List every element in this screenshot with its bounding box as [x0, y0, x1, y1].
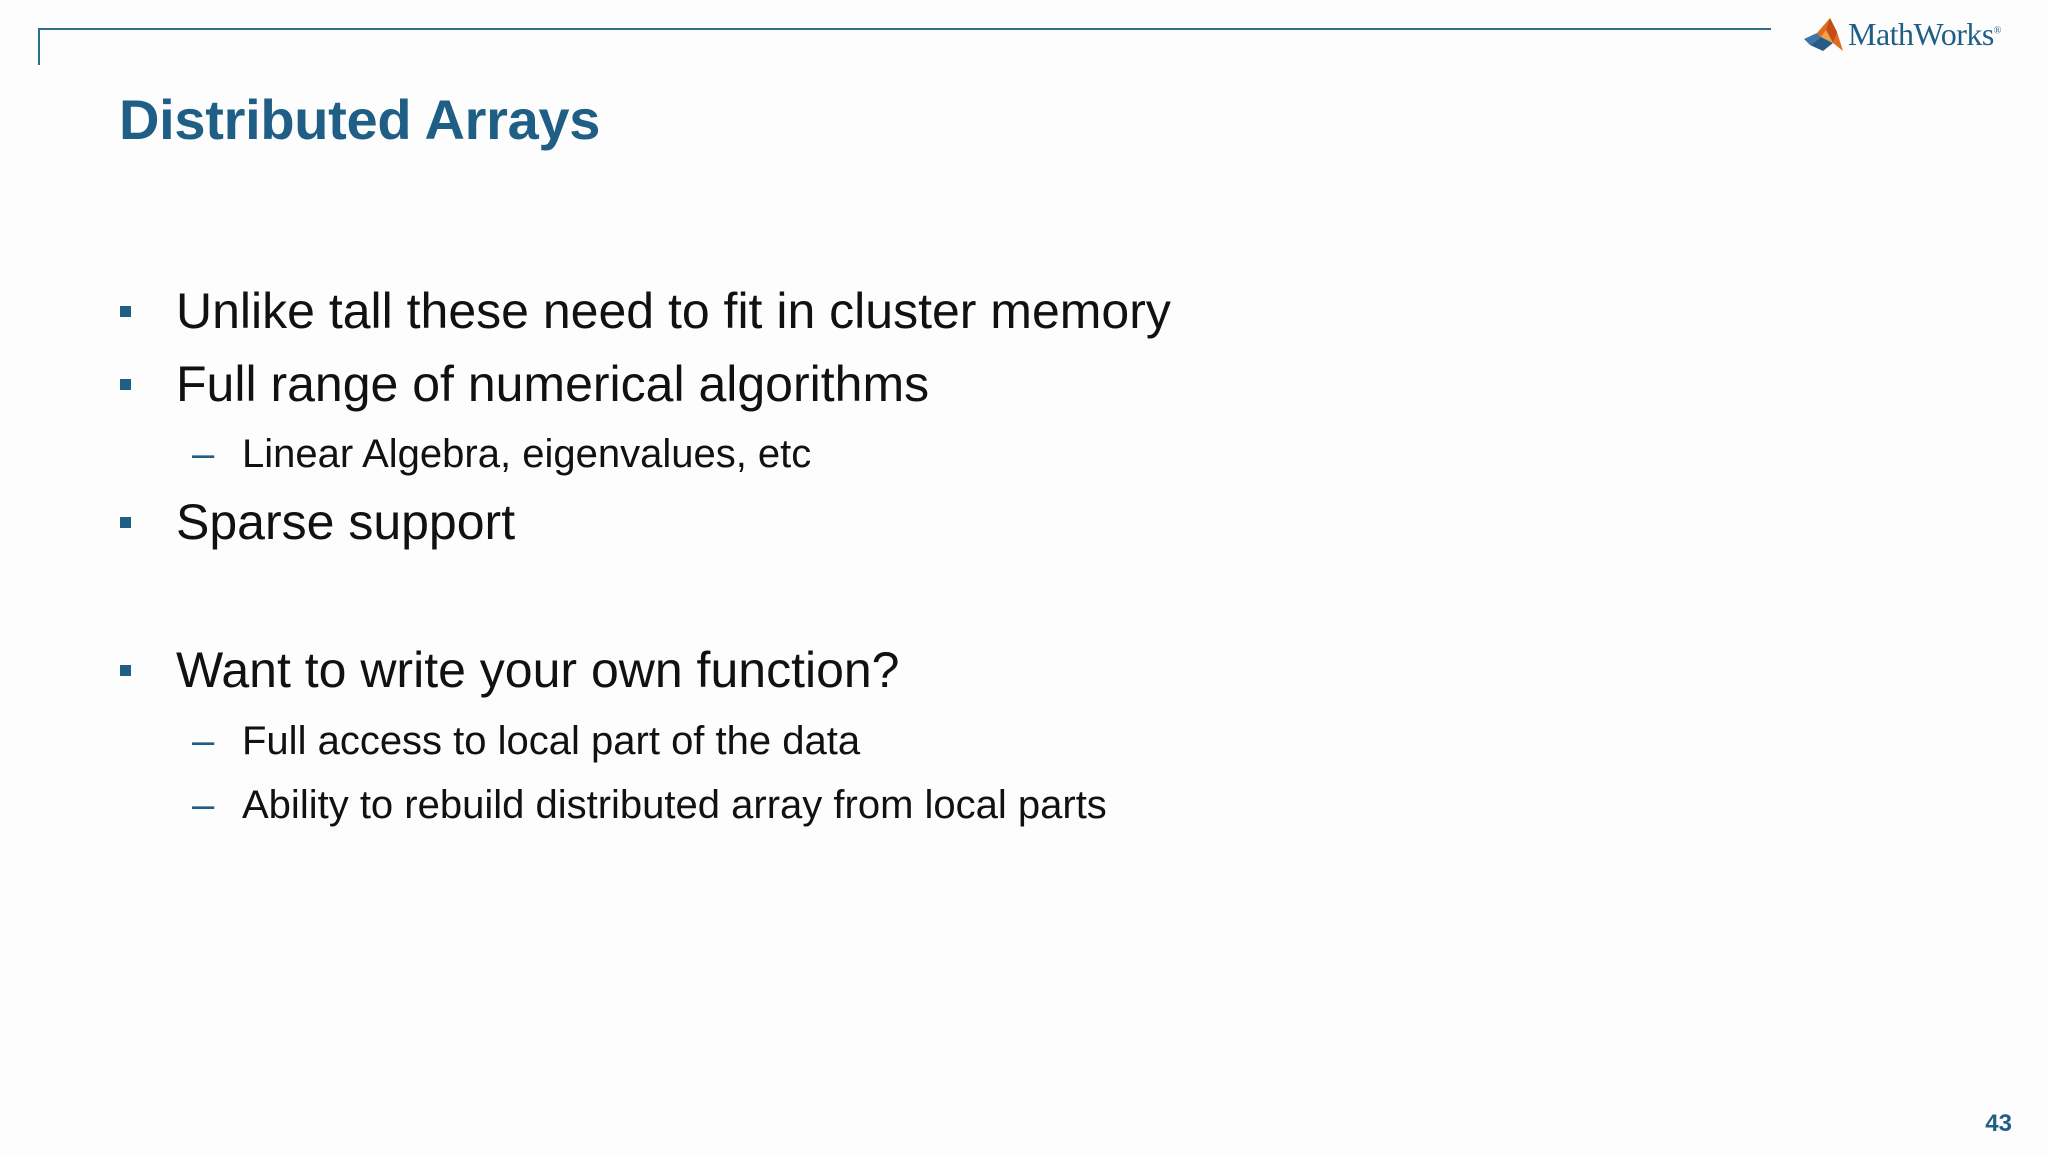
logo-wordmark: MathWorks® — [1848, 15, 2001, 52]
bullet-item: Unlike tall these need to fit in cluster… — [0, 279, 1400, 343]
sub-bullet-text: Full access to local part of the data — [242, 719, 861, 763]
sub-bullet-text: Linear Algebra, eigenvalues, etc — [242, 432, 812, 476]
slide-title: Distributed Arrays — [119, 88, 601, 151]
sub-bullet-item: – Full access to local part of the data — [0, 713, 1400, 769]
bullet-item: Full range of numerical algorithms — [0, 352, 1400, 416]
sub-bullet-text: Ability to rebuild distributed array fro… — [242, 783, 1107, 827]
frame-left-rule — [38, 28, 40, 65]
dash-marker: – — [192, 432, 215, 476]
sub-bullet-item: – Ability to rebuild distributed array f… — [0, 777, 1400, 833]
page-number: 43 — [1985, 1110, 2012, 1137]
bullet-square-icon — [120, 379, 131, 390]
sub-bullet-item: – Linear Algebra, eigenvalues, etc — [0, 426, 1400, 482]
dash-marker: – — [192, 719, 215, 763]
dash-marker: – — [192, 783, 215, 827]
bullet-text: Want to write your own function? — [176, 642, 900, 698]
bullet-item: Want to write your own function? — [0, 638, 1400, 702]
bullet-square-icon — [120, 306, 131, 317]
matlab-membrane-icon — [1804, 18, 1843, 51]
bullet-square-icon — [120, 665, 131, 676]
bullet-square-icon — [120, 517, 131, 528]
bullet-text: Full range of numerical algorithms — [176, 356, 930, 412]
bullet-text: Unlike tall these need to fit in cluster… — [176, 283, 1171, 339]
bullet-item: Sparse support — [0, 490, 1400, 554]
mathworks-logo: MathWorks® — [1802, 8, 2012, 60]
frame-top-rule — [38, 28, 1771, 30]
bullet-text: Sparse support — [176, 494, 516, 550]
